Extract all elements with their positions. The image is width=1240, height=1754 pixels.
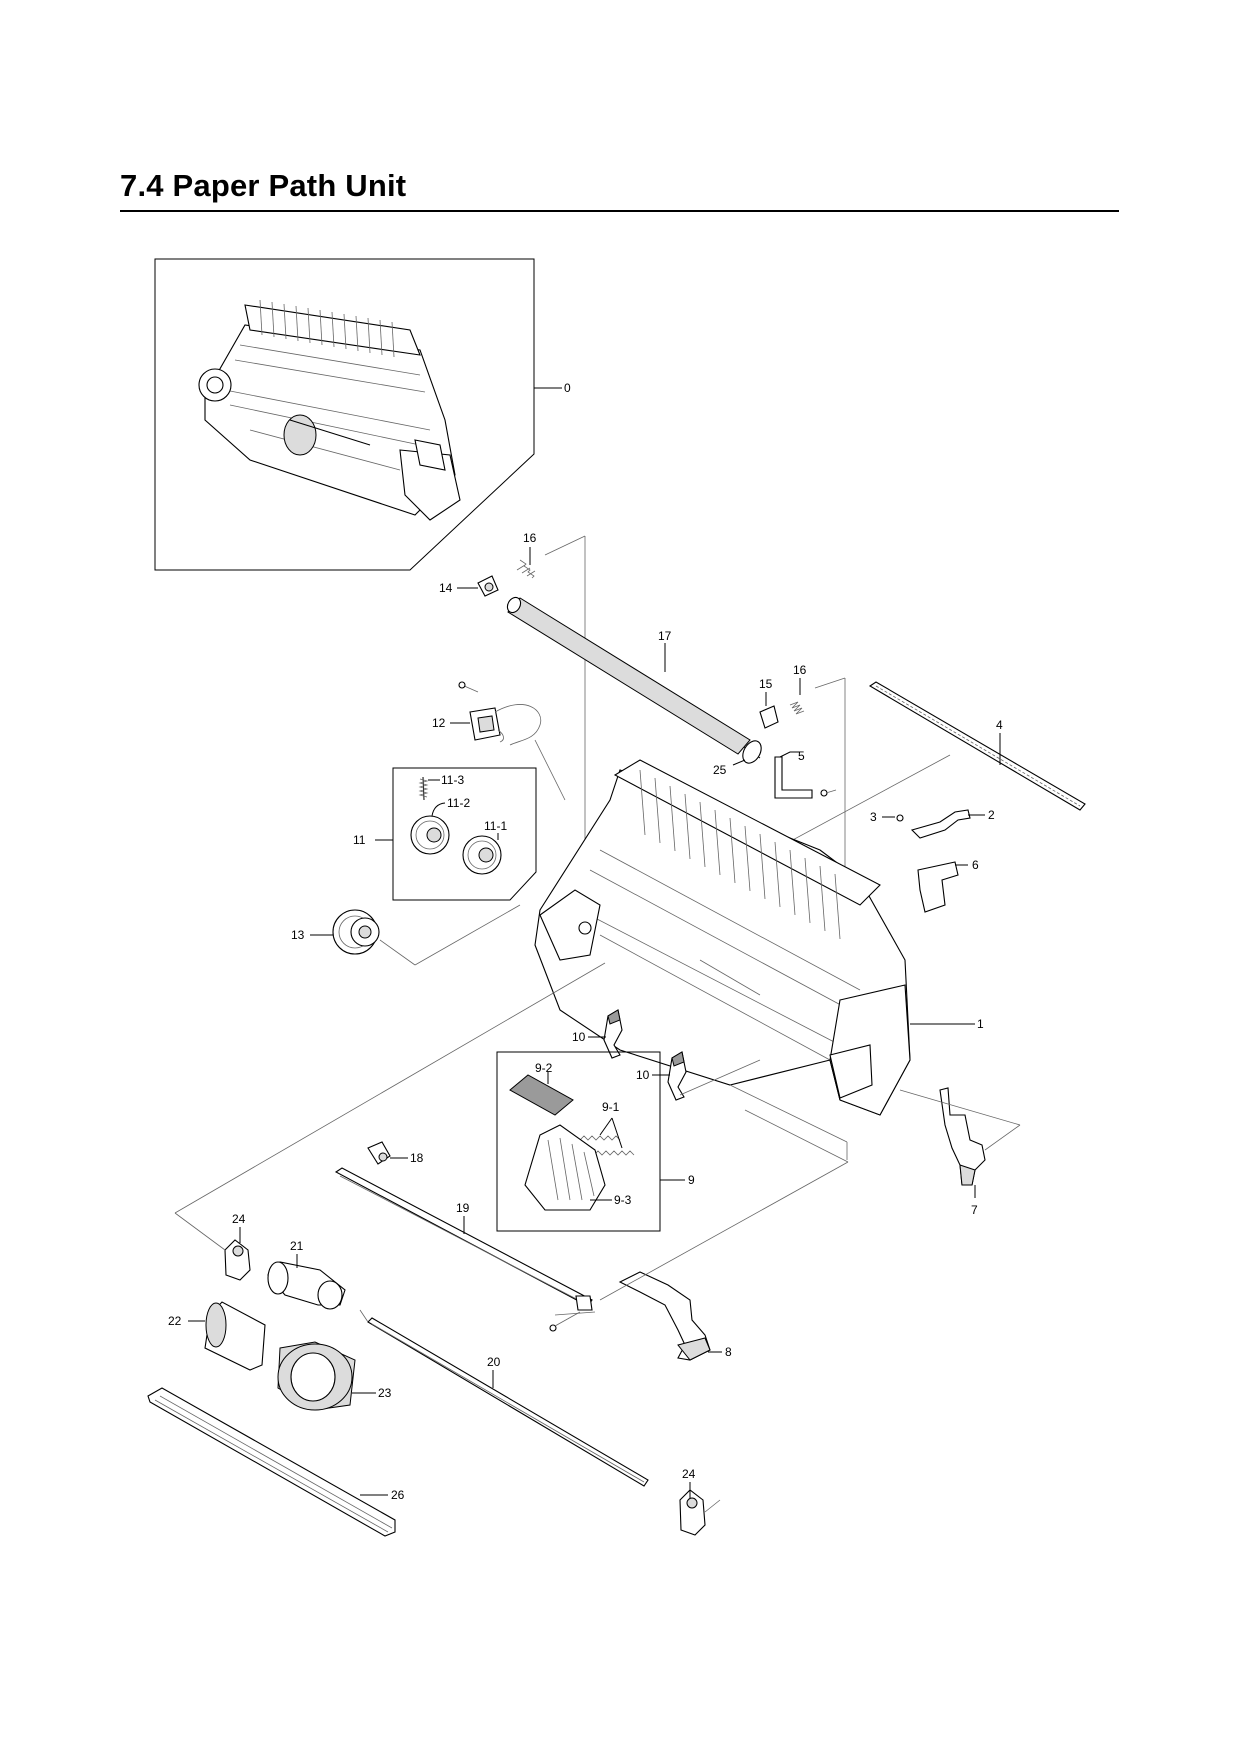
callout-6: 6 (972, 858, 979, 872)
roller-17: 17 25 (506, 596, 762, 777)
callout-10-upper: 10 (572, 1030, 586, 1044)
callout-16-left: 16 (523, 531, 537, 545)
sensor-12: 12 (432, 681, 566, 801)
bushing-15: 15 (759, 677, 779, 729)
callout-7: 7 (971, 1203, 978, 1217)
screw-3: 3 (870, 810, 904, 824)
callout-14: 14 (439, 581, 453, 595)
callout-13: 13 (291, 928, 305, 942)
callout-5: 5 (798, 749, 805, 763)
callout-24-left: 24 (232, 1212, 246, 1226)
latch-10-lower: 10 (636, 1051, 761, 1101)
callout-0: 0 (564, 381, 571, 395)
callout-3: 3 (870, 810, 877, 824)
bearing-24-left: 24 (224, 1212, 251, 1281)
assembly-guide-lines (174, 962, 849, 1513)
gear-11-1 (462, 835, 502, 875)
callout-17: 17 (658, 629, 672, 643)
callout-9: 9 (688, 1173, 695, 1187)
clip-18: 18 (367, 1141, 424, 1165)
callout-24-right: 24 (682, 1467, 696, 1481)
callout-10-lower: 10 (636, 1068, 650, 1082)
pickup-holder-21: 21 (267, 1239, 369, 1323)
bracket-7: 7 (899, 1087, 1021, 1217)
callout-11-1: 11-1 (484, 819, 507, 833)
guide-bar-19: 19 (334, 1167, 596, 1332)
gear-13: 13 (291, 904, 521, 966)
bushing-14: 14 (439, 575, 499, 597)
assembled-unit-drawing (198, 299, 461, 521)
callout-11: 11 (353, 833, 366, 847)
callout-1: 1 (977, 1017, 984, 1031)
pickup-tire-23: 23 (277, 1341, 392, 1411)
gear-group-frame (392, 767, 537, 901)
gear-11-3-spring (418, 776, 429, 801)
bearing-24-right: 24 (679, 1467, 706, 1536)
callout-19: 19 (456, 1201, 470, 1215)
pickup-shaft-20: 20 (367, 1317, 649, 1487)
gear-group-11: 11 11-3 11-2 11-1 (353, 767, 537, 901)
pad-group-9: 9-2 9-1 9-3 9 (496, 1051, 695, 1232)
roller-core-22: 22 (168, 1301, 266, 1371)
assembly-inset-frame (154, 258, 535, 571)
callout-12: 12 (432, 716, 446, 730)
latch-10-upper: 10 (572, 1009, 623, 1059)
callout-9-1: 9-1 (602, 1100, 620, 1114)
callout-25: 25 (713, 763, 727, 777)
callout-15: 15 (759, 677, 773, 691)
bracket-8: 8 (618, 1271, 732, 1361)
guide-strip-4: 4 (699, 681, 1086, 891)
callout-20: 20 (487, 1355, 501, 1369)
holder-9-3: 9-3 (524, 1124, 632, 1211)
title-rule (120, 210, 1119, 212)
callout-9-2: 9-2 (535, 1061, 553, 1075)
bracket-5: 5 (774, 749, 837, 799)
callout-4: 4 (996, 718, 1003, 732)
pad-9-2: 9-2 (509, 1061, 574, 1116)
gear-11-2 (410, 815, 450, 855)
guide-plate-26: 26 (147, 1387, 405, 1537)
springs-9-1: 9-1 (579, 1100, 635, 1156)
callout-26: 26 (391, 1488, 405, 1502)
callout-22: 22 (168, 1314, 182, 1328)
callout-16-right: 16 (793, 663, 807, 677)
callout-8: 8 (725, 1345, 732, 1359)
callout-11-3: 11-3 (441, 773, 464, 787)
callout-2: 2 (988, 808, 995, 822)
callout-21: 21 (290, 1239, 304, 1253)
bracket-6: 6 (917, 858, 979, 913)
lever-2: 2 (910, 808, 995, 839)
callout-18: 18 (410, 1151, 424, 1165)
callout-9-3: 9-3 (614, 1193, 632, 1207)
callout-11-2: 11-2 (447, 796, 470, 810)
callout-23: 23 (378, 1386, 392, 1400)
pad-group-frame (496, 1051, 661, 1232)
assembly-inset: 0 (154, 258, 571, 571)
page-title: 7.4 Paper Path Unit (120, 168, 407, 203)
main-frame-1: 1 (534, 759, 984, 1160)
spring-16-left: 16 (516, 531, 586, 868)
